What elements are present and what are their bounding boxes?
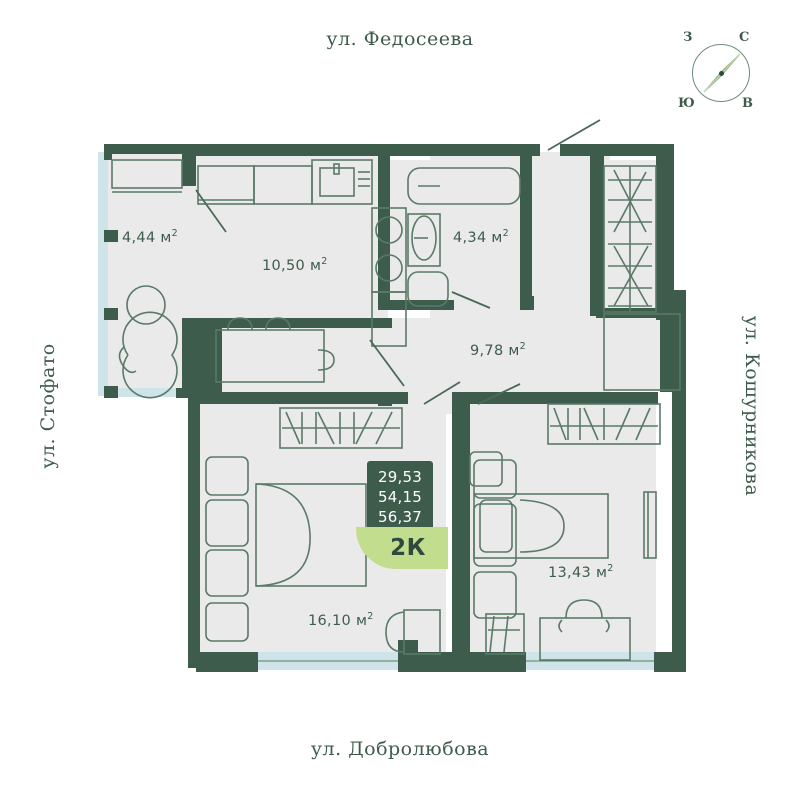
room-count-leaf: 2К: [356, 527, 448, 569]
right-bedroom-desk: [539, 599, 631, 661]
compass-label-south: Ю: [678, 96, 695, 111]
walls: [104, 144, 686, 672]
compass-label-west: З: [683, 30, 693, 45]
area-label-balcony: 4,44 м2: [122, 228, 179, 246]
balcony-window-frame: [111, 159, 183, 193]
right-bedroom-bed: [473, 459, 609, 619]
balcony-furniture: [118, 285, 178, 399]
bathroom-fixtures: [407, 167, 521, 307]
right-bedroom-window-column: [643, 491, 657, 559]
door-swings: [195, 119, 601, 405]
left-bedroom-armchair: [385, 609, 441, 655]
hall-cabinet: [603, 313, 681, 391]
area-label-bedroom-right: 13,43 м2: [548, 563, 614, 581]
compass-ring: [692, 44, 750, 102]
hall-niche-cabinet: [469, 451, 503, 487]
compass-label-north: С: [739, 30, 750, 45]
area-label-kitchen: 10,50 м2: [262, 256, 328, 274]
badge-area-living: 29,53: [378, 468, 422, 486]
hall-wardrobe: [603, 165, 657, 313]
compass-center-dot: [719, 71, 724, 76]
area-label-hall: 9,78 м2: [470, 341, 527, 359]
bottom-windows: [256, 652, 660, 670]
kitchen-counters: [197, 159, 373, 205]
left-bedroom-wardrobe: [279, 407, 403, 449]
dining-set: [215, 317, 335, 383]
area-label-bathroom: 4,34 м2: [453, 228, 510, 246]
compass-rose: З С Ю В: [678, 30, 766, 118]
kitchen-appliances: [371, 207, 407, 347]
street-label-bottom: ул. Добролюбова: [310, 738, 490, 760]
room-count-label: 2К: [390, 535, 426, 561]
area-label-bedroom-left: 16,10 м2: [308, 611, 374, 629]
badge-area-total: 54,15: [378, 488, 422, 506]
right-bedroom-wardrobe: [547, 403, 661, 445]
right-bedroom-radiator: [485, 613, 525, 655]
street-label-top: ул. Федосеева: [326, 28, 474, 50]
badge-area-full: 56,37: [378, 508, 422, 526]
compass-label-east: В: [742, 96, 753, 111]
